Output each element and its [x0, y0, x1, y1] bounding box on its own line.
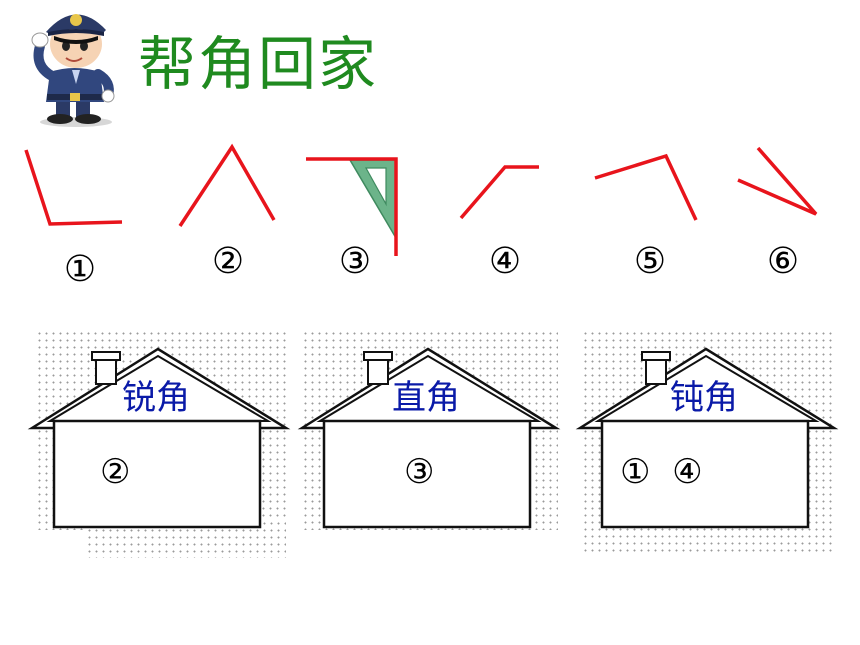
house-right [297, 347, 561, 529]
angle-figure-2 [178, 143, 276, 227]
angle-label-2: ② [211, 241, 245, 282]
house-label-obtuse: 钝角 [670, 378, 738, 418]
angle-figure-3 [306, 157, 398, 256]
angle-figure-5 [594, 153, 698, 221]
police-officer-icon [31, 14, 115, 127]
house-contents-right: ③ [404, 452, 435, 492]
house-label-right: 直角 [392, 378, 460, 418]
angle-figure-6 [737, 146, 818, 216]
angles-row [24, 143, 818, 256]
angle-figure-4 [459, 165, 539, 220]
house-obtuse [575, 347, 839, 529]
house-contents-acute: ② [100, 452, 131, 492]
angle-label-5: ⑤ [633, 241, 667, 282]
house-label-acute: 锐角 [122, 378, 190, 418]
angle-label-4: ④ [488, 241, 522, 282]
page-title: 帮角回家 [138, 30, 379, 98]
house-contents-obtuse: ① ④ [620, 452, 703, 492]
angle-label-1: ① [63, 249, 97, 290]
house-acute [27, 347, 291, 529]
angle-figure-1 [24, 149, 123, 226]
angle-label-3: ③ [338, 241, 372, 282]
angle-label-6: ⑥ [766, 241, 800, 282]
